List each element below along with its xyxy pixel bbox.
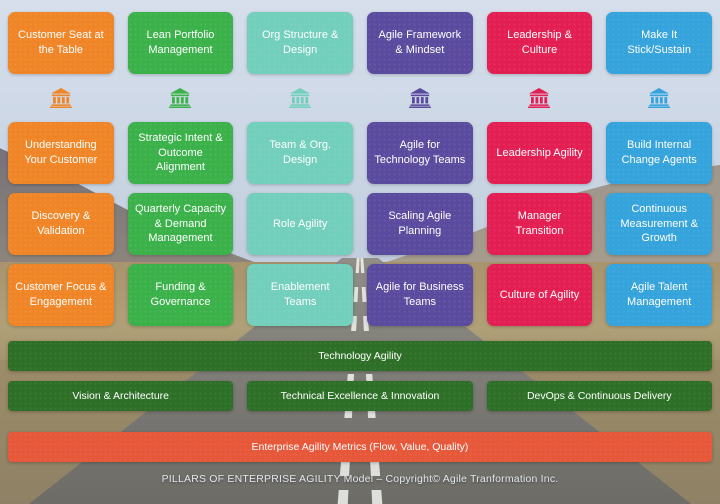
practice-scaling-agile-planning: Scaling Agile Planning: [366, 193, 473, 255]
practice-agile-technology-teams: Agile for Technology Teams: [366, 122, 473, 184]
copyright-caption: PILLARS OF ENTERPRISE AGILITY Model – Co…: [161, 473, 559, 485]
practice-funding-governance: Funding & Governance: [127, 264, 234, 326]
bank-icon: [289, 88, 312, 108]
bank-icon: [169, 88, 192, 108]
practice-row-1: Understanding Your Customer Strategic In…: [8, 122, 712, 184]
practice-culture-of-agility: Culture of Agility: [486, 264, 593, 326]
practice-row-2: Discovery & Validation Quarterly Capacit…: [8, 193, 712, 255]
band-technology-agility: Technology Agility: [8, 341, 712, 371]
practice-row-3: Customer Focus & Engagement Funding & Go…: [8, 264, 712, 326]
bank-icon: [408, 88, 431, 108]
pillar-header-row: Customer Seat at the Table Lean Portfoli…: [8, 12, 712, 74]
practice-enablement-teams: Enablement Teams: [247, 264, 353, 326]
practice-understanding-your-customer: Understanding Your Customer: [8, 122, 114, 184]
band-technical-excellence: Technical Excellence & Innovation: [247, 381, 473, 411]
technology-sub-bands: Vision & Architecture Technical Excellen…: [8, 381, 712, 411]
pillar-header-lean-portfolio: Lean Portfolio Management: [127, 12, 234, 74]
band-enterprise-agility-metrics: Enterprise Agility Metrics (Flow, Value,…: [8, 432, 712, 462]
band-vision-architecture: Vision & Architecture: [8, 381, 234, 411]
practice-continuous-measurement: Continuous Measurement & Growth: [606, 193, 712, 255]
pillar-header-customer-seat: Customer Seat at the Table: [8, 12, 114, 74]
practice-leadership-agility: Leadership Agility: [486, 122, 593, 184]
pillar-header-make-it-stick: Make It Stick/Sustain: [606, 12, 712, 74]
practice-customer-focus-engagement: Customer Focus & Engagement: [8, 264, 114, 326]
practice-role-agility: Role Agility: [247, 193, 353, 255]
practice-manager-transition: Manager Transition: [486, 193, 593, 255]
bank-icon: [49, 88, 72, 108]
practice-agile-business-teams: Agile for Business Teams: [366, 264, 473, 326]
bank-icon: [648, 88, 671, 108]
bank-icon: [528, 88, 551, 108]
practice-strategic-intent: Strategic Intent & Outcome Alignment: [127, 122, 234, 184]
practice-quarterly-capacity: Quarterly Capacity & Demand Management: [127, 193, 234, 255]
pillar-header-org-structure: Org Structure & Design: [247, 12, 353, 74]
pillar-header-agile-framework: Agile Framework & Mindset: [366, 12, 473, 74]
practice-build-internal-change-agents: Build Internal Change Agents: [606, 122, 712, 184]
band-devops-continuous-delivery: DevOps & Continuous Delivery: [486, 381, 712, 411]
practice-discovery-validation: Discovery & Validation: [8, 193, 114, 255]
pillar-icon-row: [8, 74, 712, 122]
practice-team-org-design: Team & Org. Design: [247, 122, 353, 184]
practice-agile-talent-management: Agile Talent Management: [606, 264, 712, 326]
pillar-header-leadership-culture: Leadership & Culture: [486, 12, 593, 74]
